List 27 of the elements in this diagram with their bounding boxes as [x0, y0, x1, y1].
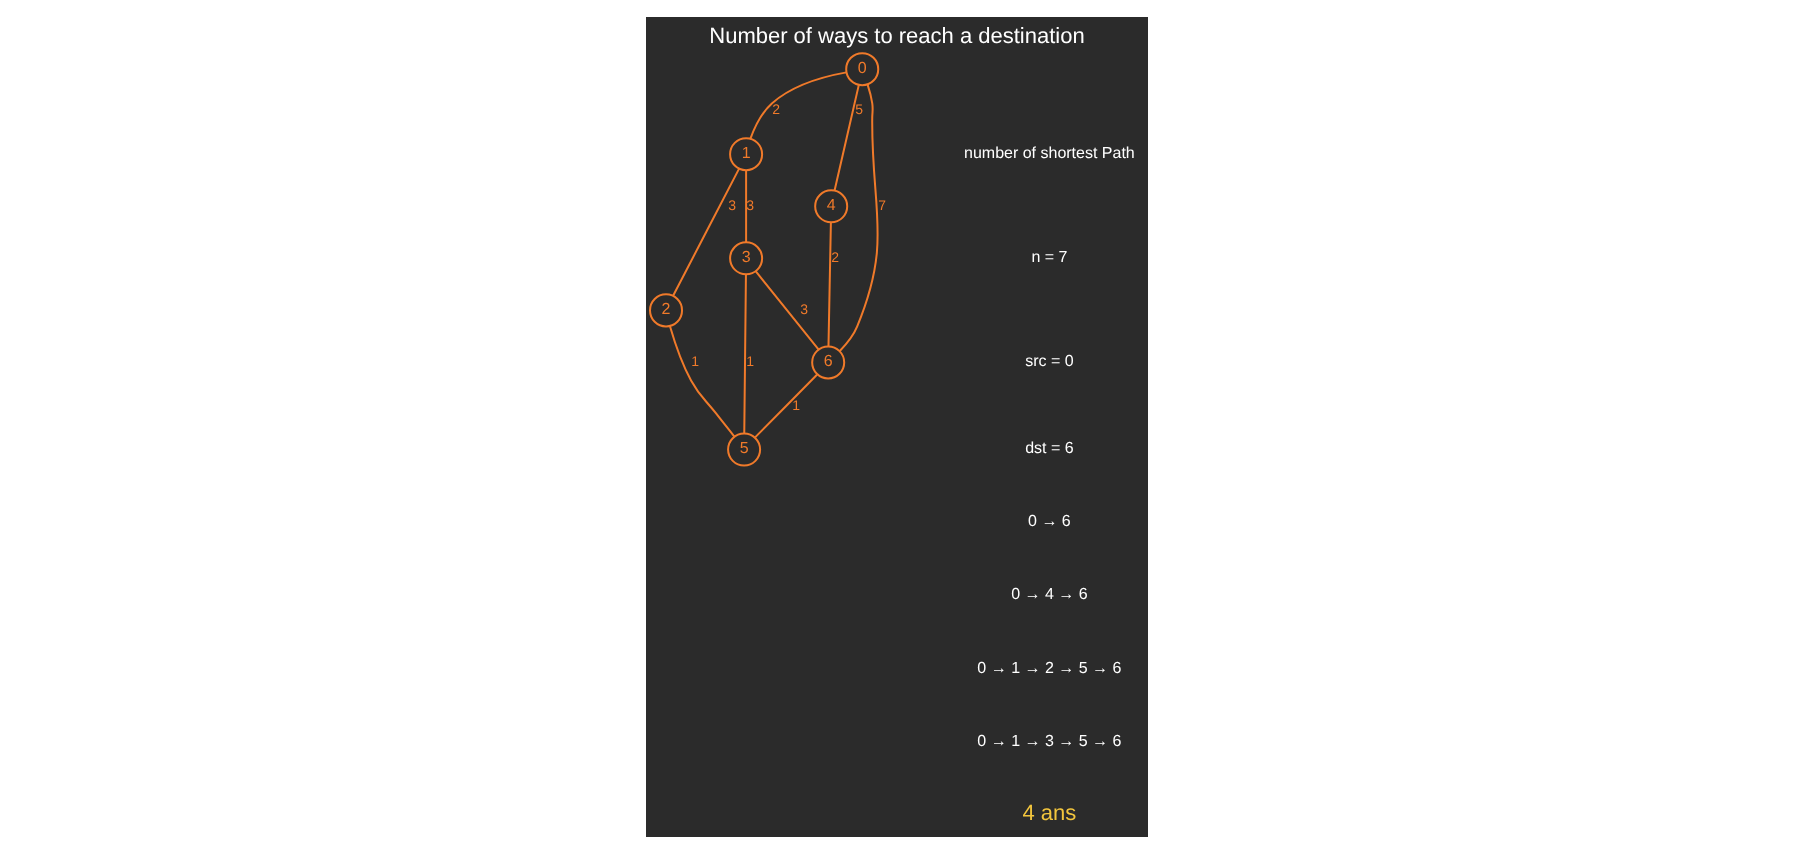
label: src = 0 — [1025, 352, 1074, 371]
node-circle: 1 — [729, 137, 764, 172]
connector — [833, 83, 860, 192]
label: dst = 6 — [1025, 439, 1074, 458]
label: 0 → 4 → 6 — [1011, 585, 1088, 604]
connector — [754, 270, 820, 351]
connector — [672, 167, 740, 297]
label: 0 → 1 → 3 → 5 → 6 — [977, 731, 1122, 750]
connector — [745, 169, 748, 244]
node-circle: 3 — [729, 241, 764, 276]
node-circle: 6 — [811, 345, 846, 380]
label: 4 ans — [1022, 802, 1077, 827]
diagram-title: Number of ways to reach a destination — [709, 24, 1085, 49]
connector — [754, 373, 819, 439]
connector — [838, 83, 879, 352]
node-circle: 4 — [814, 189, 849, 224]
connector — [749, 71, 848, 140]
node-circle: 2 — [649, 293, 684, 328]
connector — [668, 324, 736, 438]
connector — [827, 221, 832, 348]
label: n = 7 — [1031, 248, 1068, 267]
label: 0 → 6 — [1028, 512, 1071, 531]
node-circle: 0 — [845, 52, 880, 87]
label: 0 → 1 → 2 → 5 → 6 — [977, 658, 1122, 677]
label: number of shortest Path — [964, 144, 1135, 163]
connector — [743, 273, 747, 435]
node-circle: 5 — [727, 432, 762, 467]
